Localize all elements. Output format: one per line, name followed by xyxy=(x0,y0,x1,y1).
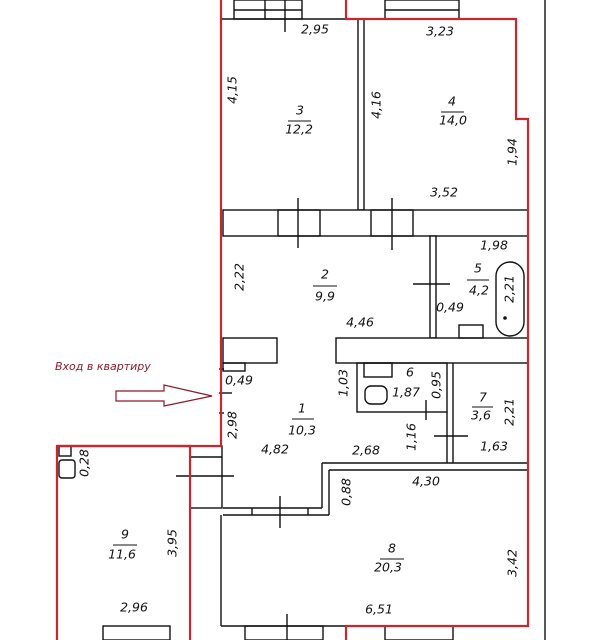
entrance-arrow-icon xyxy=(115,384,213,407)
room-9-number: 9 xyxy=(121,527,129,542)
dim-room4-top: 3,23 xyxy=(426,24,454,39)
dim-room2-left: 2,22 xyxy=(232,263,247,291)
dim-room8-bottom: 6,51 xyxy=(365,602,393,617)
room-6-area: 1,87 xyxy=(392,385,420,400)
dim-entrance-width: 0,49 xyxy=(225,373,253,388)
room-2-area: 9,9 xyxy=(315,289,335,304)
apartment-outline xyxy=(55,0,223,640)
dim-room9-right: 3,95 xyxy=(165,529,180,557)
dim-room6-right: 0,95 xyxy=(429,371,444,399)
dim-room7-bottom: 1,63 xyxy=(480,439,508,454)
room-labels xyxy=(113,111,493,560)
dim-room1-bottom: 4,82 xyxy=(261,442,289,457)
room-7-area: 3,6 xyxy=(471,408,491,423)
room-8-area: 20,3 xyxy=(374,560,402,575)
dim-room5-top: 1,98 xyxy=(480,238,508,253)
dim-room8-step: 0,88 xyxy=(339,478,354,506)
dim-room2-bottom: 4,46 xyxy=(346,315,374,330)
room-9-area: 11,6 xyxy=(108,547,136,562)
dim-room9-niche: 0,28 xyxy=(77,449,92,477)
dim-room4-left: 4,16 xyxy=(369,91,384,119)
dim-room5-bottom: 0,49 xyxy=(436,300,464,315)
room-4-number: 4 xyxy=(448,94,456,109)
room-7-number: 7 xyxy=(479,390,487,405)
dim-room5-right: 2,21 xyxy=(502,275,517,303)
dim-hall-width: 1,16 xyxy=(404,423,419,451)
dim-room8-top: 4,30 xyxy=(412,474,440,489)
room-5-area: 4,2 xyxy=(469,283,489,298)
dim-room1-step: 2,68 xyxy=(352,443,380,458)
room-5-number: 5 xyxy=(474,261,482,276)
room-3-area: 12,2 xyxy=(285,122,313,137)
dim-room4-bottom: 3,52 xyxy=(430,185,458,200)
dim-room1-left: 2,98 xyxy=(225,411,240,439)
room9-outline xyxy=(57,444,192,640)
entrance-label: Вход в квартиру xyxy=(55,360,151,373)
room-8-number: 8 xyxy=(388,541,396,556)
room-1-area: 10,3 xyxy=(288,423,316,438)
apartment-outline-right xyxy=(344,0,530,640)
dim-room9-bottom: 2,96 xyxy=(120,600,148,615)
room-1-number: 1 xyxy=(298,401,306,416)
dim-room6-left: 1,03 xyxy=(336,369,351,397)
dim-room4-right: 1,94 xyxy=(505,138,520,166)
dim-room7-right: 2,21 xyxy=(502,398,517,426)
room-4-area: 14,0 xyxy=(439,113,467,128)
room-6-number: 6 xyxy=(406,365,414,380)
dim-room3-top: 2,95 xyxy=(301,22,329,37)
dim-room3-left: 4,15 xyxy=(225,76,240,104)
room-3-number: 3 xyxy=(296,103,304,118)
room-2-number: 2 xyxy=(321,267,329,282)
dim-room8-right: 3,42 xyxy=(505,549,520,577)
walls xyxy=(58,18,529,640)
